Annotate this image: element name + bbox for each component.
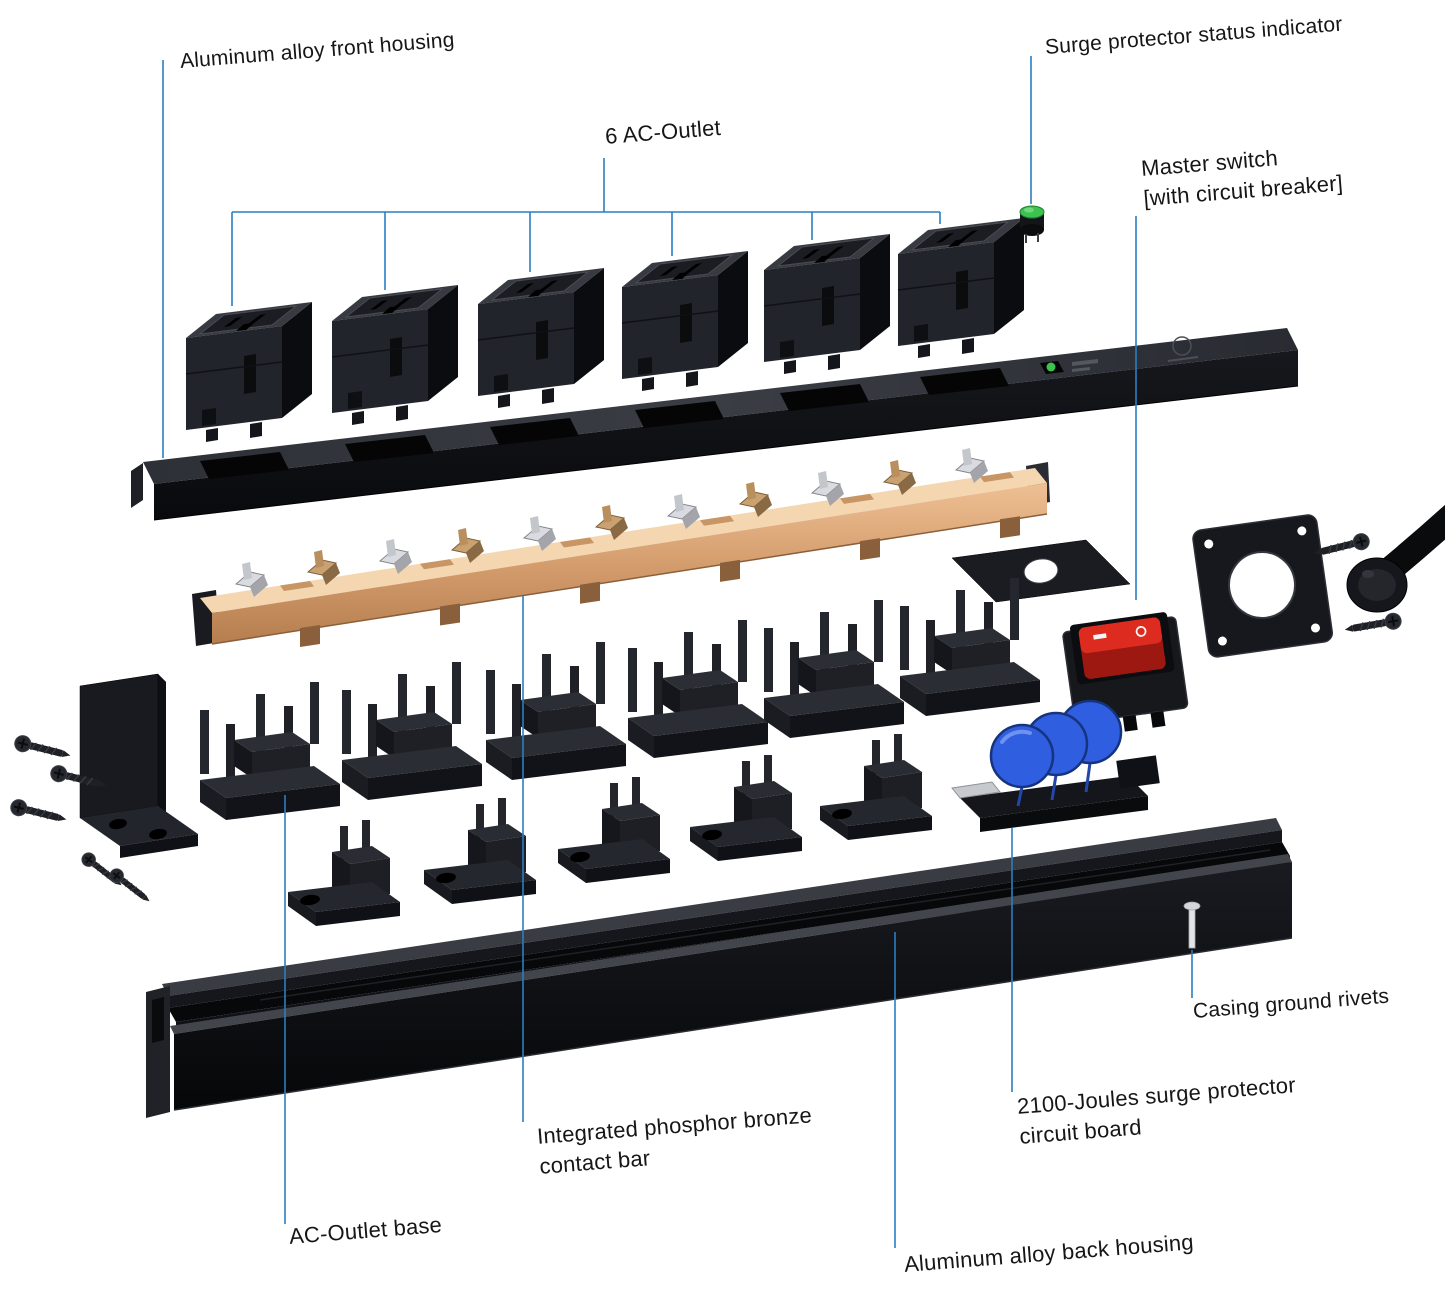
protected-text-mark (1072, 359, 1098, 366)
end-cap (1346, 557, 1408, 613)
master-switch (1062, 612, 1189, 736)
ground-rivet (1183, 901, 1201, 949)
mov-discs (989, 699, 1123, 789)
callout-lines (162, 56, 1193, 1248)
power-cord (1379, 505, 1445, 581)
outlet-base-upper (628, 620, 768, 758)
ac-outlet-module (477, 267, 605, 409)
outlet-base-upper (342, 662, 482, 800)
ac-outlet-module (331, 284, 459, 426)
outlet-base-upper (486, 642, 626, 780)
back-housing-channel (146, 818, 1293, 1118)
mounting-screw (8, 796, 70, 829)
mounting-screw (12, 732, 74, 765)
left-mounting-bracket (79, 673, 198, 858)
outlet-base-upper (200, 682, 340, 820)
end-plate-screw (1342, 610, 1404, 639)
surge-circuit-board (951, 699, 1160, 832)
outlet-base-lower (558, 777, 670, 883)
switch-mounting-plate (951, 539, 1131, 603)
phosphor-bronze-contact-bar (192, 447, 1050, 647)
protected-led-dot (1046, 362, 1056, 372)
outlet-base-lower (424, 798, 536, 904)
ac-outlet-module (185, 301, 313, 443)
mounting-screw (106, 865, 155, 908)
ac-outlet-module (621, 250, 749, 392)
front-housing-bar (131, 328, 1299, 521)
outlet-base-lower (288, 820, 400, 926)
ac-outlet-module (897, 217, 1025, 359)
status-indicator-led (1019, 205, 1045, 243)
protected-text-mark (1072, 367, 1090, 372)
brand-logo-mark (1167, 336, 1199, 362)
right-end-plate (1192, 514, 1334, 658)
outlet-base-lower (690, 755, 802, 861)
callout-ac-outlets (231, 158, 941, 306)
ac-outlet-module (763, 233, 891, 375)
outlet-base-upper (900, 578, 1040, 716)
outlet-base-upper (764, 600, 904, 738)
outlet-base-lower (820, 734, 932, 840)
